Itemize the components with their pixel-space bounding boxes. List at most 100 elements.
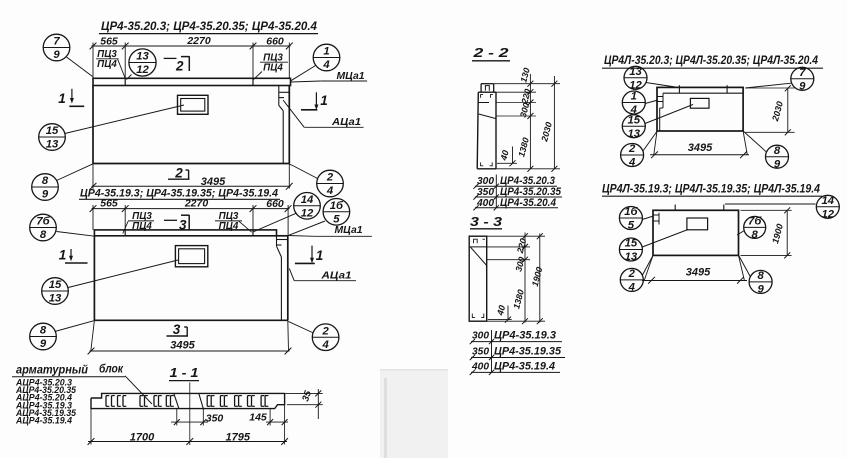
svg-text:5: 5 — [628, 220, 635, 232]
svg-text:ЦР4-35.19.4: ЦР4-35.19.4 — [494, 361, 555, 373]
svg-text:9: 9 — [799, 80, 806, 92]
svg-text:АЦР4-35.20.3: АЦР4-35.20.3 — [15, 378, 73, 388]
svg-text:7: 7 — [799, 67, 806, 79]
svg-text:14: 14 — [301, 194, 314, 206]
svg-text:300: 300 — [477, 176, 494, 187]
svg-text:ЦР4-35.20.4: ЦР4-35.20.4 — [500, 197, 556, 209]
svg-text:2: 2 — [326, 172, 334, 184]
svg-text:2270: 2270 — [184, 197, 209, 209]
svg-text:ЦР4-35.19.35: ЦР4-35.19.35 — [494, 346, 562, 358]
svg-text:8: 8 — [757, 270, 764, 282]
svg-text:400: 400 — [471, 361, 489, 372]
svg-text:12: 12 — [136, 64, 149, 76]
svg-text:660: 660 — [266, 36, 284, 48]
svg-text:АЦа1: АЦа1 — [320, 270, 352, 281]
svg-text:7б: 7б — [36, 216, 50, 228]
svg-text:1380: 1380 — [511, 288, 526, 310]
svg-text:3495: 3495 — [688, 142, 713, 154]
svg-text:12: 12 — [629, 79, 642, 91]
svg-text:ПЦ3: ПЦ3 — [263, 53, 283, 64]
svg-text:АЦР4-35.19.4: АЦР4-35.19.4 — [15, 416, 73, 426]
svg-text:2270: 2270 — [186, 35, 211, 47]
svg-text:2: 2 — [321, 325, 329, 337]
svg-text:ПЦ4: ПЦ4 — [263, 62, 283, 73]
svg-text:15: 15 — [625, 238, 638, 250]
svg-text:1380: 1380 — [516, 136, 531, 158]
svg-text:АЦа1: АЦа1 — [331, 117, 362, 128]
svg-text:1700: 1700 — [130, 431, 155, 443]
svg-text:13: 13 — [136, 51, 149, 63]
svg-text:ПЦ3: ПЦ3 — [97, 49, 117, 60]
svg-text:2: 2 — [174, 166, 183, 181]
svg-text:2: 2 — [175, 59, 184, 74]
svg-text:4: 4 — [321, 339, 329, 351]
svg-text:400: 400 — [476, 198, 494, 209]
svg-text:13: 13 — [46, 139, 59, 151]
svg-text:1: 1 — [58, 91, 66, 106]
svg-text:1: 1 — [59, 248, 67, 263]
svg-text:300: 300 — [518, 102, 531, 119]
svg-text:8: 8 — [40, 229, 47, 241]
svg-text:блок: блок — [99, 364, 124, 376]
svg-text:350: 350 — [472, 346, 489, 357]
svg-text:1 - 1: 1 - 1 — [170, 365, 199, 380]
svg-text:3495: 3495 — [686, 266, 711, 278]
svg-text:13: 13 — [49, 293, 62, 305]
svg-text:1: 1 — [323, 46, 329, 58]
svg-text:8: 8 — [40, 325, 47, 337]
svg-text:8: 8 — [774, 145, 781, 157]
svg-text:2: 2 — [628, 268, 636, 280]
svg-text:40: 40 — [498, 149, 511, 162]
svg-text:300: 300 — [472, 330, 489, 341]
svg-text:13: 13 — [629, 66, 642, 78]
svg-text:1: 1 — [320, 93, 328, 108]
svg-text:9: 9 — [757, 284, 764, 296]
svg-text:220: 220 — [515, 237, 529, 255]
svg-text:15: 15 — [49, 279, 62, 291]
svg-text:1795: 1795 — [226, 432, 251, 444]
svg-text:3495: 3495 — [201, 176, 226, 188]
svg-text:МЦа1: МЦа1 — [337, 71, 365, 82]
svg-text:9: 9 — [40, 338, 47, 350]
svg-text:ЦР4Л-35.20.3; ЦР4Л-35.20.35;: ЦР4Л-35.20.3; ЦР4Л-35.20.35; ЦР4Л-35.20.… — [604, 55, 819, 67]
svg-text:8: 8 — [752, 229, 759, 241]
svg-text:35: 35 — [300, 389, 314, 403]
svg-text:9: 9 — [42, 189, 49, 201]
svg-text:3: 3 — [179, 218, 187, 233]
svg-text:4: 4 — [628, 157, 636, 169]
svg-text:350: 350 — [477, 187, 494, 198]
svg-text:3 - 3: 3 - 3 — [470, 214, 503, 229]
svg-text:3: 3 — [173, 322, 181, 337]
svg-text:13: 13 — [625, 251, 638, 263]
svg-text:565: 565 — [100, 198, 118, 210]
svg-text:7б: 7б — [748, 216, 762, 228]
svg-text:9: 9 — [774, 158, 781, 170]
svg-text:ЦР4-35.19.3: ЦР4-35.19.3 — [494, 330, 556, 342]
svg-text:660: 660 — [266, 198, 284, 210]
svg-text:8: 8 — [42, 175, 49, 187]
svg-text:ПЦ4: ПЦ4 — [132, 221, 152, 232]
svg-text:130: 130 — [518, 67, 531, 84]
svg-text:АЦР4-35.20.35: АЦР4-35.20.35 — [15, 385, 77, 395]
svg-text:40: 40 — [495, 304, 508, 317]
svg-text:ПЦ3: ПЦ3 — [132, 211, 152, 222]
svg-text:4: 4 — [630, 104, 638, 116]
svg-text:4: 4 — [326, 185, 334, 197]
svg-text:АЦР4-35.20.4: АЦР4-35.20.4 — [15, 393, 73, 403]
svg-text:7: 7 — [53, 36, 60, 48]
svg-text:15: 15 — [46, 125, 59, 137]
svg-text:1б: 1б — [624, 206, 638, 218]
svg-text:ЦР4-35.19.3; ЦР4-35.19.35; ЦР4: ЦР4-35.19.3; ЦР4-35.19.35; ЦР4-35.19.4 — [80, 187, 278, 199]
svg-text:9: 9 — [53, 49, 60, 61]
svg-text:14: 14 — [822, 195, 835, 207]
svg-text:ПЦ4: ПЦ4 — [97, 59, 117, 70]
svg-text:12: 12 — [301, 207, 314, 219]
svg-text:ЦР4-35.20.3; ЦР4-35.20.35; ЦР4: ЦР4-35.20.3; ЦР4-35.20.35; ЦР4-35.20.4 — [101, 19, 317, 33]
svg-text:АЦР4-35.19.3: АЦР4-35.19.3 — [15, 400, 73, 410]
svg-text:145: 145 — [249, 411, 267, 423]
svg-text:АЦР4-35.19.35: АЦР4-35.19.35 — [15, 408, 77, 418]
svg-text:12: 12 — [822, 208, 835, 220]
svg-text:1900: 1900 — [530, 266, 545, 288]
svg-text:ПЦ4: ПЦ4 — [219, 221, 239, 232]
svg-text:1: 1 — [631, 91, 637, 103]
